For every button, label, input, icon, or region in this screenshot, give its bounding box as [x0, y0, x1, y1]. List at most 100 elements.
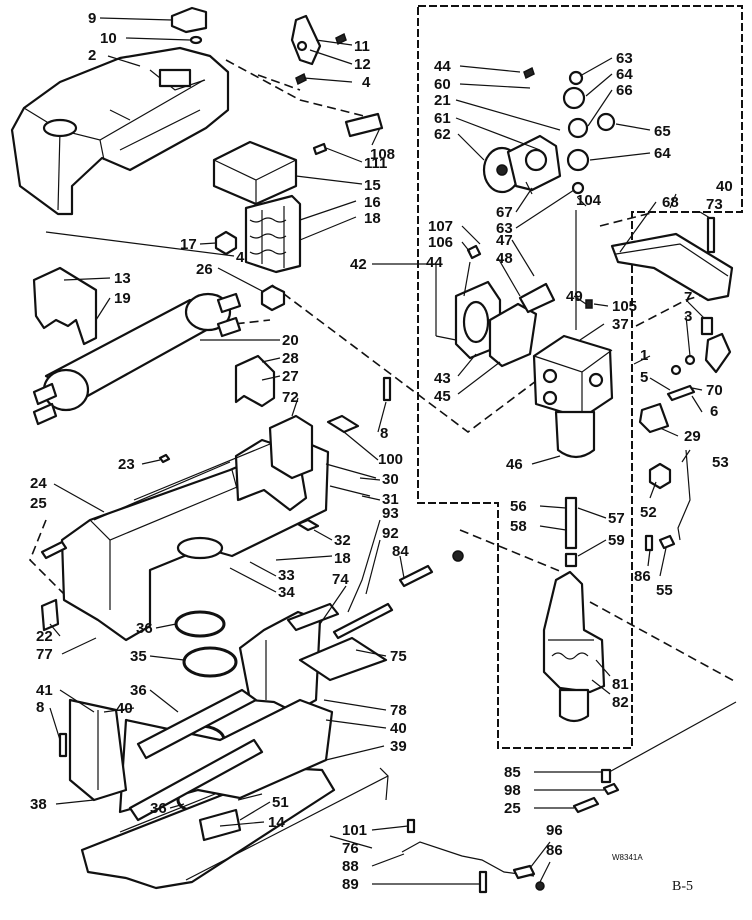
- main-frame: [60, 414, 330, 642]
- motor-cylinder: [32, 292, 242, 426]
- callout-label: 33: [278, 567, 295, 584]
- callout-label: 57: [608, 510, 625, 527]
- callout-label: 3: [684, 308, 692, 325]
- callout-label: 6: [710, 403, 718, 420]
- callout-label: 38: [30, 796, 47, 813]
- callout-label: 39: [390, 738, 407, 755]
- page-reference: B-5: [672, 879, 693, 894]
- callout-label: 7: [684, 289, 692, 306]
- callout-label: 51: [272, 794, 289, 811]
- callout-label: 104: [576, 192, 602, 209]
- callout-label: 111: [364, 155, 387, 172]
- callout-label: 62: [434, 126, 451, 143]
- callout-label: 86: [546, 842, 563, 859]
- lever-assembly: [238, 602, 388, 714]
- callout-label: 72: [282, 389, 299, 406]
- callout-label: 31: [382, 491, 399, 508]
- callout-label: 107: [428, 218, 453, 235]
- callout-label: 25: [504, 800, 521, 817]
- callout-label: 18: [334, 550, 351, 567]
- callout-label: 92: [382, 525, 399, 542]
- callout-label: 8: [36, 699, 44, 716]
- callout-label: 100: [378, 451, 403, 468]
- callout-label: 101: [342, 822, 367, 839]
- callout-label: 15: [364, 177, 381, 194]
- callout-label: 45: [434, 388, 451, 405]
- callout-label: 10: [100, 30, 117, 47]
- callout-label: 32: [334, 532, 351, 549]
- callout-label: 70: [706, 382, 723, 399]
- callout-label: 11: [354, 38, 370, 55]
- callout-label: 41: [36, 682, 53, 699]
- callout-label: 108: [370, 146, 395, 163]
- callout-label: 59: [608, 532, 625, 549]
- callout-label: 9: [88, 10, 96, 27]
- callout-label: 65: [654, 123, 671, 140]
- callout-label: 40: [116, 700, 133, 717]
- callout-label: 63: [616, 50, 633, 67]
- callout-label: 4: [362, 74, 371, 91]
- callout-label: 12: [354, 56, 371, 73]
- callout-label: 1: [640, 347, 648, 364]
- callout-label: 78: [390, 702, 407, 719]
- callout-label: 106: [428, 234, 453, 251]
- callout-label: 4: [236, 249, 245, 266]
- callout-label: 26: [196, 261, 213, 278]
- callout-label: 82: [612, 694, 629, 711]
- callout-label: 35: [130, 648, 147, 665]
- callout-labels: 9 10 2 11 12 4 108 111 15 16 18 17 4 26 …: [30, 10, 733, 893]
- callout-label: 17: [180, 236, 197, 253]
- callout-label: 68: [662, 194, 679, 211]
- callout-label: 22: [36, 628, 53, 645]
- callout-label: 46: [506, 456, 523, 473]
- callout-label: 64: [616, 66, 633, 83]
- callout-label: 43: [434, 370, 451, 387]
- callout-label: 44: [434, 58, 451, 75]
- callout-label: 5: [640, 369, 648, 386]
- callout-label: 81: [612, 676, 629, 693]
- callout-label: 47: [496, 232, 513, 249]
- callout-label: 8: [380, 425, 388, 442]
- callout-label: 40: [716, 178, 733, 195]
- callout-label: 29: [684, 428, 701, 445]
- callout-label: 63: [496, 220, 513, 237]
- callout-label: 42: [350, 256, 367, 273]
- callout-label: 58: [510, 518, 527, 535]
- callout-label: 88: [342, 858, 359, 875]
- callout-label: 36: [136, 620, 153, 637]
- callout-label: 105: [612, 298, 637, 315]
- callout-label: 25: [30, 495, 47, 512]
- callout-label: 76: [342, 840, 359, 857]
- callout-label: 55: [656, 582, 673, 599]
- callout-label: 24: [30, 475, 47, 492]
- callout-label: 74: [332, 571, 349, 588]
- callout-label: 36: [150, 800, 167, 817]
- callout-label: 40: [390, 720, 407, 737]
- callout-label: 56: [510, 498, 527, 515]
- leader-lines: [45, 17, 711, 885]
- callout-label: 44: [426, 254, 443, 271]
- callout-label: 85: [504, 764, 521, 781]
- callout-label: 52: [640, 504, 657, 521]
- solenoid: [542, 570, 606, 723]
- callout-label: 20: [282, 332, 299, 349]
- callout-label: 23: [118, 456, 135, 473]
- callout-label: 27: [282, 368, 299, 385]
- callout-label: 30: [382, 471, 399, 488]
- callout-label: 73: [706, 196, 723, 213]
- callout-label: 16: [364, 194, 381, 211]
- callout-label: 98: [504, 782, 521, 799]
- console-housing: [10, 46, 230, 216]
- callout-label: 89: [342, 876, 359, 893]
- callout-label: 60: [434, 76, 451, 93]
- callout-label: 93: [382, 505, 399, 522]
- callout-label: 36: [130, 682, 147, 699]
- valve-group-boundary: [417, 5, 743, 749]
- callout-label: 53: [712, 454, 729, 471]
- callout-label: 86: [634, 568, 651, 585]
- callout-label: 48: [496, 250, 513, 267]
- callout-label: 28: [282, 350, 299, 367]
- callout-label: 2: [88, 47, 96, 64]
- drawing-code: W8341A: [612, 853, 643, 862]
- callout-label: 75: [390, 648, 407, 665]
